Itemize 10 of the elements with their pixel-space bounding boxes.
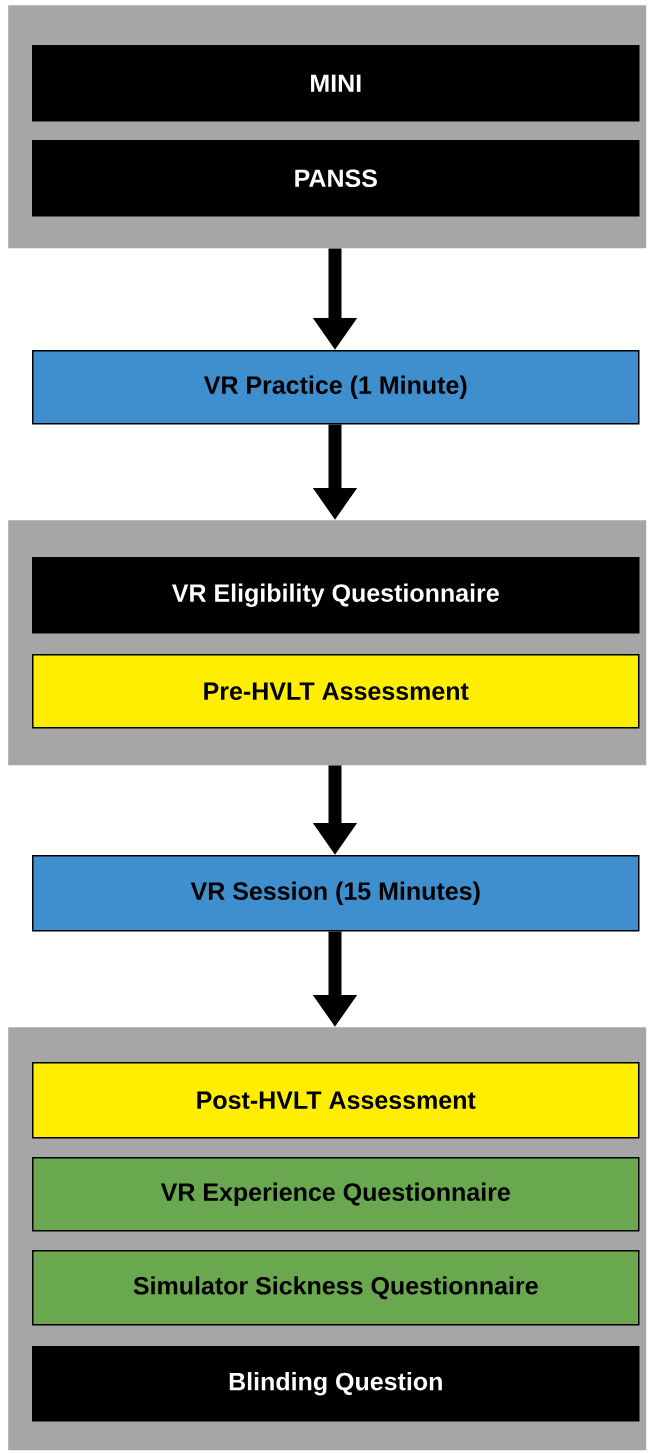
session-box: VR Session (15 Minutes) [32,855,640,932]
assessment-box: Post-HVLT Assessment [32,1062,640,1139]
questionnaire-box: VR Experience Questionnaire [32,1157,640,1232]
step-box: Blinding Question [32,1346,640,1422]
session-box: VR Practice (1 Minute) [32,350,640,425]
step-box: VR Eligibility Questionnaire [32,557,640,634]
assessment-box: Pre-HVLT Assessment [32,654,640,729]
step-box: PANSS [32,140,640,217]
questionnaire-box: Simulator Sickness Questionnaire [32,1250,640,1326]
step-box: MINI [32,45,640,122]
